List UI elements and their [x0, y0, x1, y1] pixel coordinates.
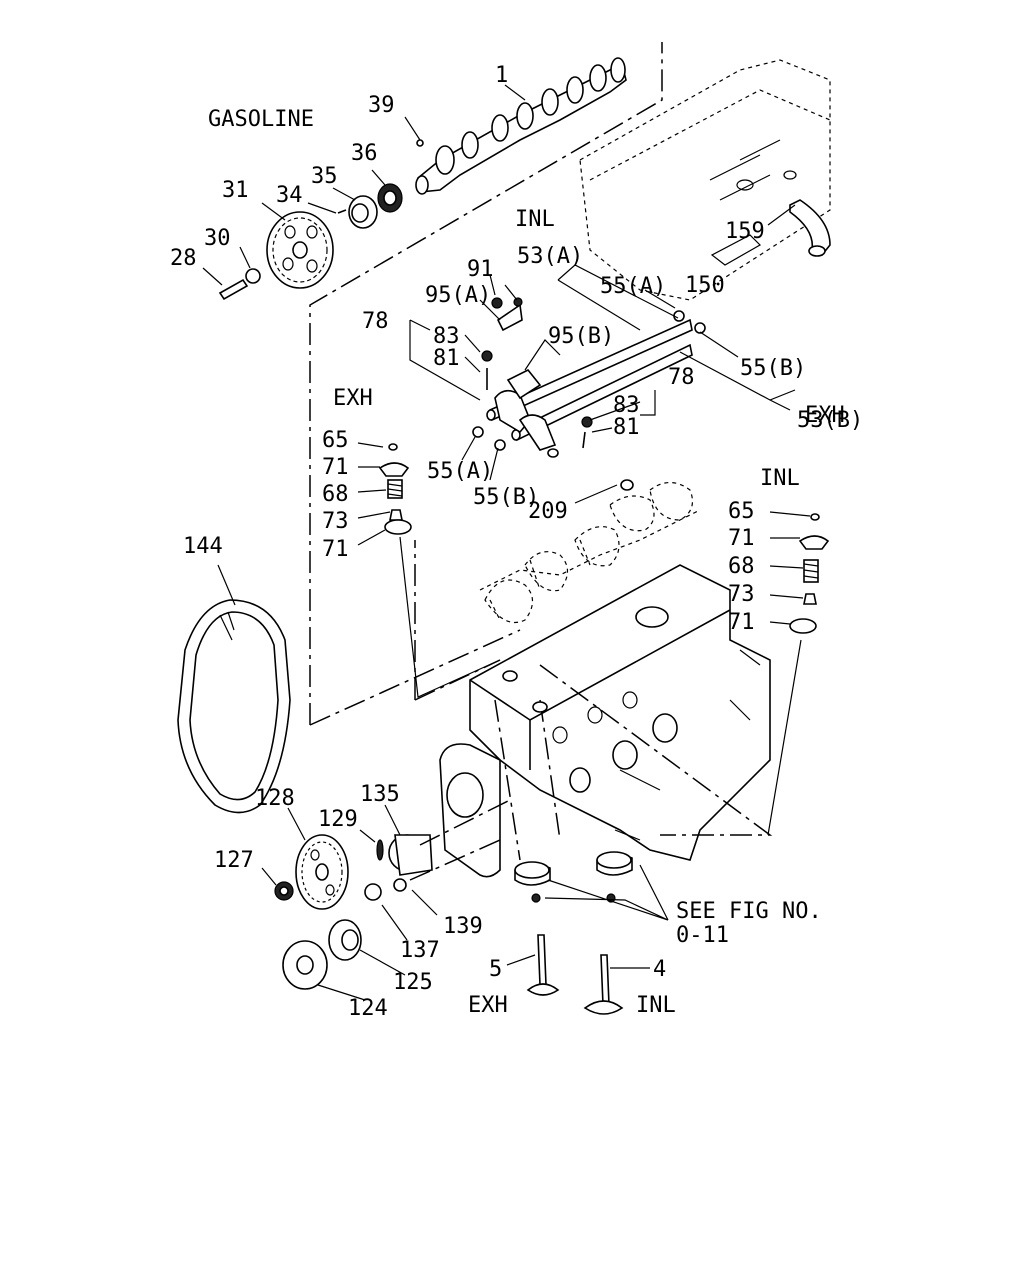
callout-128: 128	[255, 786, 295, 811]
callout-127: 127	[214, 848, 254, 873]
callout-65-left: 65	[322, 428, 349, 453]
label-inl-bottom: INL	[636, 993, 676, 1018]
callout-78-right: 78	[668, 365, 695, 390]
cylinder-block	[469, 481, 771, 861]
callout-83-right: 83	[613, 393, 640, 418]
callout-53a: 53(A)	[517, 244, 583, 269]
crankshaft-pulleys	[282, 919, 362, 990]
callout-55b-bottom: 55(B)	[473, 485, 539, 510]
rocker-shaft-assembly	[472, 297, 706, 491]
callout-144: 144	[183, 534, 223, 559]
callout-55a-top: 55(A)	[600, 274, 666, 299]
callout-35: 35	[311, 164, 338, 189]
callout-137: 137	[400, 938, 440, 963]
intake-valve	[583, 954, 624, 1015]
cylinder-head-outline	[579, 59, 831, 301]
pcv-hose	[789, 199, 831, 257]
callout-31: 31	[222, 178, 249, 203]
callout-71-right-1: 71	[728, 526, 755, 551]
callout-124: 124	[348, 996, 388, 1021]
callout-55b-right: 55(B)	[740, 356, 806, 381]
label-exh-bottom: EXH	[468, 993, 508, 1018]
block-washers	[502, 670, 548, 713]
callout-71-left-2: 71	[322, 537, 349, 562]
callout-73-left: 73	[322, 509, 349, 534]
valve-spring-stack-exhaust	[378, 443, 412, 535]
callout-28: 28	[170, 246, 197, 271]
label-see-fig-2: 0-11	[676, 923, 729, 948]
exhaust-valve	[526, 934, 560, 996]
callout-4: 4	[653, 957, 666, 982]
camshaft-timing-gear	[266, 211, 334, 289]
callout-68-right: 68	[728, 554, 755, 579]
callout-55a-bottom: 55(A)	[427, 459, 493, 484]
callout-34: 34	[276, 183, 303, 208]
group-boundary-frame	[309, 42, 773, 861]
camshaft-front-parts	[218, 139, 424, 301]
callout-83-left: 83	[433, 324, 460, 349]
label-exh-top: EXH	[333, 386, 373, 411]
callout-36: 36	[351, 141, 378, 166]
callout-150: 150	[685, 273, 725, 298]
callout-135: 135	[360, 782, 400, 807]
callout-129: 129	[318, 807, 358, 832]
label-exh-right: EXH	[805, 403, 845, 428]
callout-71-right-2: 71	[728, 610, 755, 635]
callout-139: 139	[443, 914, 483, 939]
part-callouts: 1 39 36 35 34 31 30 28 159 150 53(A) 55(…	[170, 63, 863, 1021]
callout-91: 91	[467, 257, 494, 282]
callout-1: 1	[495, 63, 508, 88]
valve-spring-stack-intake	[789, 513, 830, 634]
timing-housing	[439, 743, 501, 878]
callout-39: 39	[368, 93, 395, 118]
callout-5: 5	[489, 957, 502, 982]
callout-73-right: 73	[728, 582, 755, 607]
diagram-labels: GASOLINE INL EXH EXH INL EXH INL SEE FIG…	[208, 107, 845, 1018]
callout-159: 159	[725, 219, 765, 244]
callout-95a: 95(A)	[425, 283, 491, 308]
camshaft	[415, 57, 627, 195]
callout-30: 30	[204, 226, 231, 251]
label-inl-right: INL	[760, 466, 800, 491]
timing-belt	[177, 599, 291, 814]
callout-95b: 95(B)	[548, 324, 614, 349]
callout-209: 209	[528, 499, 568, 524]
belt-tensioner	[364, 799, 511, 901]
callout-125: 125	[393, 970, 433, 995]
callout-68-left: 68	[322, 482, 349, 507]
callout-71-left-1: 71	[322, 455, 349, 480]
leader-lines	[202, 84, 811, 1001]
callout-78-left: 78	[362, 309, 389, 334]
callout-81-right: 81	[613, 415, 640, 440]
label-gasoline: GASOLINE	[208, 107, 314, 132]
label-inl-top: INL	[515, 207, 555, 232]
valve-lifters	[514, 851, 633, 903]
callout-53b: 53(B)	[797, 408, 863, 433]
callout-81-left: 81	[433, 346, 460, 371]
label-see-fig-1: SEE FIG NO.	[676, 899, 822, 924]
crankshaft-timing-gear	[274, 834, 349, 910]
callout-65-right: 65	[728, 499, 755, 524]
